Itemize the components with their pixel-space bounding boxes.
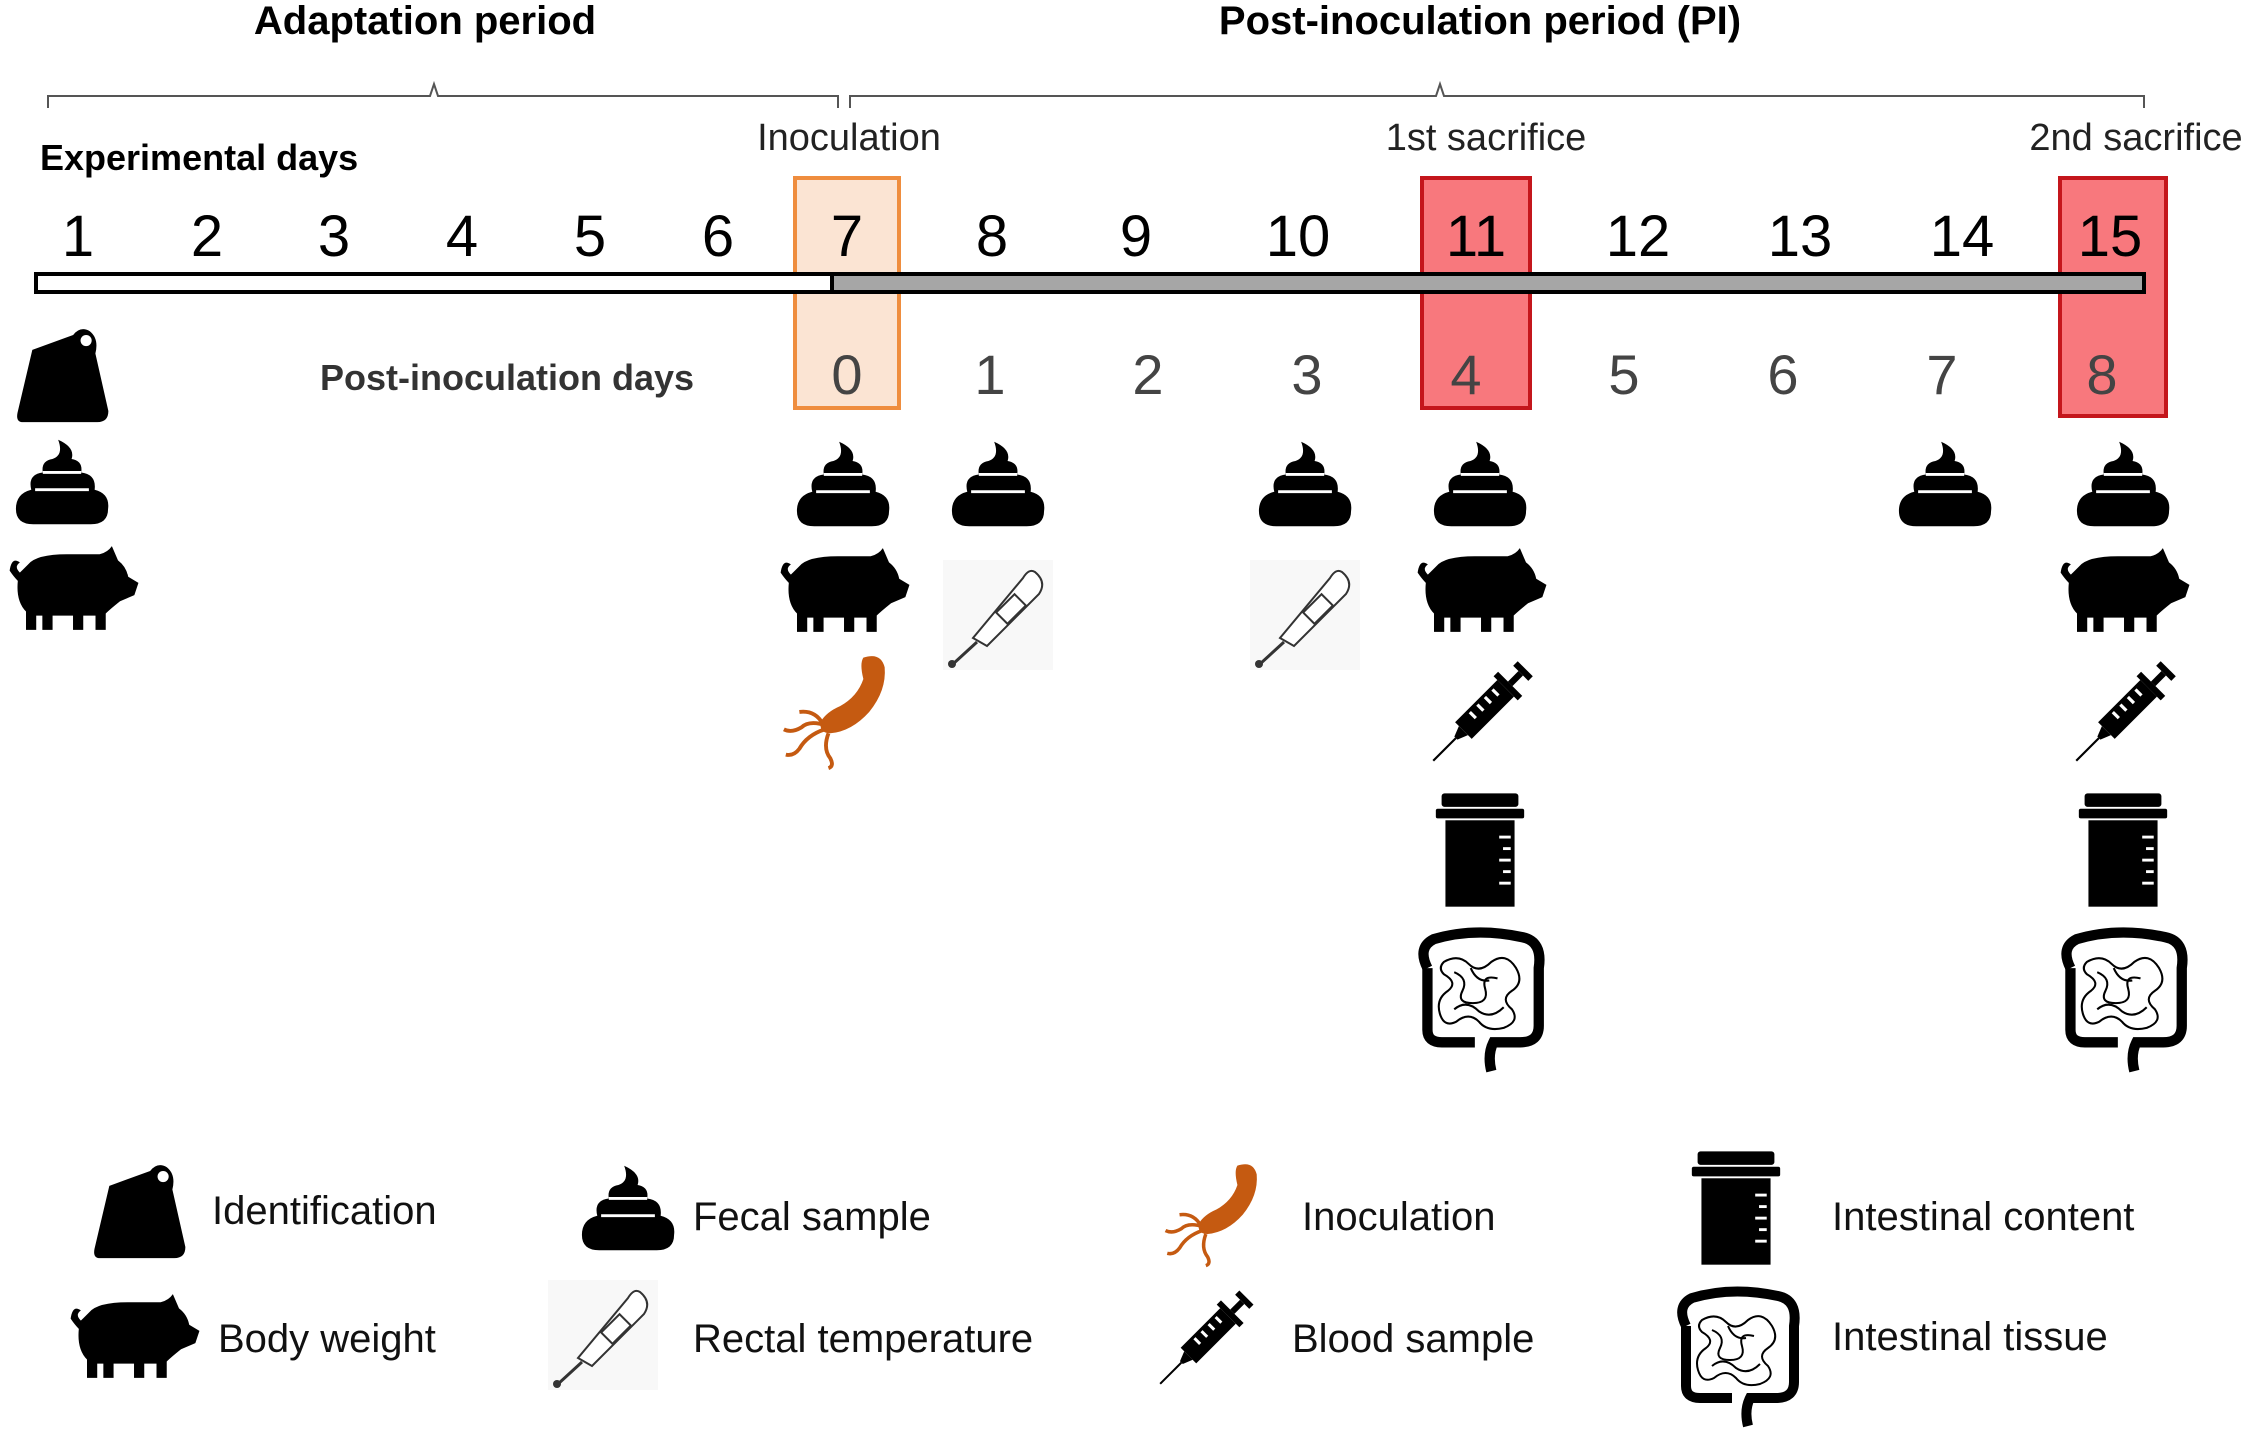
adaptation-bar [34,272,834,294]
legend-blood-sample: Blood sample [1292,1317,1534,1361]
legend-intestinal-content: Intestinal content [1832,1195,2134,1239]
legend-poop-icon [580,1164,676,1252]
legend-rectal-temperature: Rectal temperature [693,1317,1033,1361]
post-inoculation-day-4: 4 [1450,343,1481,406]
day-7-poop-icon [795,440,891,528]
schedule-icons [9,329,2190,1071]
experimental-day-5: 5 [574,204,606,269]
day-15-poop-icon [2075,440,2171,528]
post-inoculation-bar [830,272,2146,294]
legend-body-weight: Body weight [218,1317,436,1361]
post-inoculation-day-0: 0 [831,343,862,406]
experimental-day-9: 9 [1120,204,1152,269]
experimental-day-2: 2 [191,204,223,269]
experimental-day-4: 4 [446,204,478,269]
first-sacrifice-label: 1st sacrifice [1386,117,1587,159]
day-15-pig-icon [2060,548,2190,632]
adaptation-brace [47,80,839,108]
inoculation-event-label: Inoculation [757,117,941,159]
legend-syringe-icon [1148,1286,1258,1396]
day-1-tag-icon [17,329,109,423]
day-15-jar-icon [2078,793,2168,907]
legend-tag-icon [94,1165,186,1259]
experimental-day-6: 6 [702,204,734,269]
experimental-day-8: 8 [976,204,1008,269]
legend-jar-icon [1691,1151,1781,1265]
legend-identification: Identification [212,1189,437,1233]
day-7-bacteria-icon [781,654,887,770]
day-11-pig-icon [1417,548,1547,632]
day-8-thermometer-icon [943,560,1053,670]
day-1-pig-icon [9,546,139,630]
experimental-days-label: Experimental days [40,137,358,178]
legend-bacteria-icon [1163,1162,1259,1268]
post-inoculation-brace [849,80,2145,108]
day-11-jar-icon [1435,793,1525,907]
day-10-poop-icon [1257,440,1353,528]
experimental-day-1: 1 [62,204,94,269]
day-14-poop-icon [1897,440,1993,528]
day-11-intestine-icon [1423,932,1539,1071]
experimental-day-10: 10 [1266,204,1331,269]
experimental-day-11: 11 [1446,204,1506,269]
day-11-poop-icon [1432,440,1528,528]
second-sacrifice-day-box [2058,176,2168,418]
legend-fecal-sample: Fecal sample [693,1195,931,1239]
day-10-thermometer-icon [1250,560,1360,670]
adaptation-period-title: Adaptation period [254,0,596,43]
day-15-syringe-icon [2064,656,2181,773]
day-11-syringe-icon [1421,656,1538,773]
day-1-poop-icon [14,438,110,526]
post-inoculation-day-7: 7 [1926,343,1957,406]
legend-intestine-icon [1682,1291,1795,1426]
experimental-day-15: 15 [2078,204,2143,269]
post-inoculation-day-1: 1 [974,343,1005,406]
post-inoculation-day-6: 6 [1767,343,1798,406]
experimental-day-13: 13 [1768,204,1833,269]
day-15-intestine-icon [2066,932,2182,1071]
experimental-day-3: 3 [318,204,350,269]
post-inoculation-day-5: 5 [1608,343,1639,406]
day-8-poop-icon [950,440,1046,528]
legend-inoculation: Inoculation [1302,1195,1495,1239]
post-inoculation-day-8: 8 [2086,343,2117,406]
second-sacrifice-label: 2nd sacrifice [2029,117,2242,159]
legend-thermometer-icon [548,1280,658,1390]
legend-intestinal-tissue: Intestinal tissue [1832,1315,2108,1359]
experimental-day-14: 14 [1930,204,1995,269]
legend-pig-icon [70,1294,200,1378]
experimental-day-12: 12 [1606,204,1671,269]
post-inoculation-day-numbers: 0 1 2 3 4 5 6 7 8 [831,343,2117,406]
post-inoculation-day-2: 2 [1132,343,1163,406]
post-inoculation-period-title: Post-inoculation period (PI) [1219,0,1741,43]
post-inoculation-days-label: Post-inoculation days [320,357,694,398]
experimental-day-7: 7 [831,204,863,269]
legend: Identification Body weight Fecal sample … [70,1151,2134,1426]
post-inoculation-day-3: 3 [1291,343,1322,406]
day-7-pig-icon [780,548,910,632]
